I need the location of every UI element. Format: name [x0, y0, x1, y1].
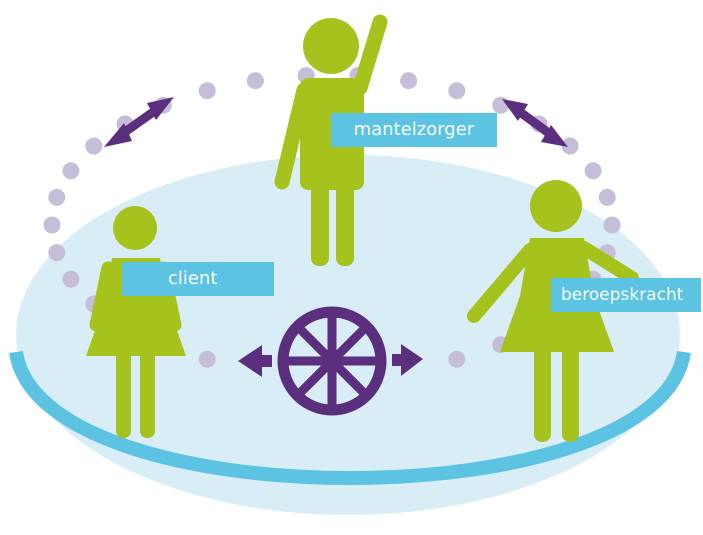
- beroepskracht-right-arm: [577, 241, 639, 285]
- dot: [561, 137, 579, 155]
- mantelzorger-left-leg: [311, 180, 329, 266]
- client-left-leg: [116, 350, 131, 438]
- client-head: [113, 206, 157, 250]
- ship-wheel-icon: [277, 306, 387, 416]
- dot: [198, 82, 216, 100]
- mantelzorger-head: [303, 18, 359, 74]
- beroepskracht-right-leg: [562, 346, 579, 442]
- dot: [62, 162, 80, 180]
- dot: [48, 188, 66, 206]
- arrow-left-to-wheel: [238, 345, 262, 377]
- beroepskracht-label: beroepskracht: [551, 278, 701, 312]
- mantelzorger-label: mantelzorger: [331, 113, 497, 147]
- client-left-arm: [89, 261, 115, 332]
- arrow-right-to-wheel: [401, 344, 423, 376]
- mantelzorger-figure: [274, 14, 388, 266]
- beroepskracht-pointing-arm: [467, 243, 537, 323]
- mantelzorger-raised-arm: [352, 14, 388, 96]
- beroepskracht-head: [530, 180, 582, 232]
- dot: [448, 82, 466, 100]
- platform: [9, 155, 691, 515]
- mantelzorger-right-leg: [336, 180, 354, 266]
- dot: [598, 188, 616, 206]
- arrow-client-mantelzorger: [104, 97, 174, 147]
- dot: [198, 350, 216, 368]
- dot: [603, 216, 621, 234]
- arrow-mantelzorger-beroepskracht: [502, 99, 568, 147]
- dot: [48, 244, 66, 262]
- dot: [246, 72, 264, 90]
- dot: [43, 216, 61, 234]
- platform-rim: [9, 350, 691, 485]
- dot: [62, 270, 80, 288]
- dot: [400, 72, 418, 90]
- dot: [584, 162, 602, 180]
- arrows: [104, 97, 568, 377]
- client-label: client: [122, 262, 274, 296]
- mantelzorger-left-arm: [274, 82, 312, 190]
- dot: [448, 350, 466, 368]
- dot: [85, 137, 103, 155]
- platform-top: [16, 155, 680, 515]
- beroepskracht-left-leg: [534, 346, 551, 442]
- client-right-leg: [140, 350, 155, 438]
